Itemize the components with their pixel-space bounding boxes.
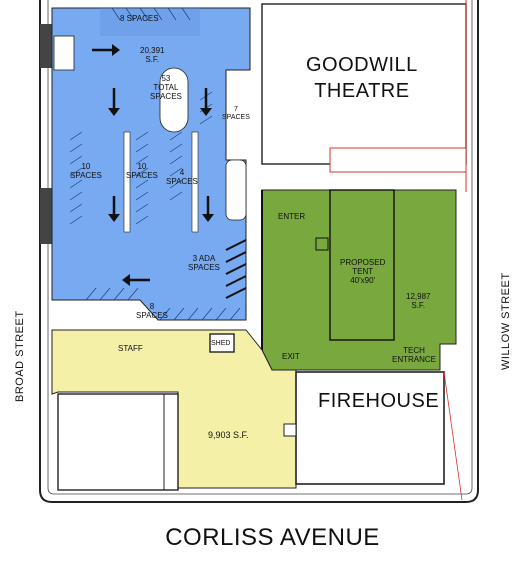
broad-street-label: BROAD STREET [14,310,26,402]
parking-ada-label: 3 ADA SPACES [188,254,220,272]
firehouse-label: FIREHOUSE [318,390,440,412]
landscape-strip-top [40,24,52,68]
parking-island-center [159,67,189,133]
firehouse-building [295,371,445,485]
staff-parking-label: STAFF [118,344,143,353]
ada-stall-stripes [225,239,247,299]
proposed-tent-label: PROPOSED TENT 40'x90' [340,258,386,285]
proposed-tent [329,189,395,341]
goodwill-theatre-annex [329,147,467,173]
parking-stall-lines [69,7,241,321]
shed-building [209,333,235,353]
parking-lot [51,7,251,321]
parking-island-mid [123,131,131,233]
entry-gate [315,237,329,251]
event-area-sf-label: 12,987 S.F. [406,292,431,310]
parking-island-ada [225,159,247,221]
yellow-lot-sf-label: 9,903 S.F. [208,430,249,440]
firehouse-property-line [443,371,463,501]
parking-left-row-label: 10 SPACES [70,162,102,180]
landscape-strip-mid [40,188,52,244]
tech-entrance-label: TECH ENTRANCE [392,346,437,364]
exit-label: EXIT [282,352,300,361]
willow-street-label: WILLOW STREET [500,272,512,370]
firehouse-door [283,423,297,437]
parking-top-spaces-label: 8 SPACES [120,14,159,23]
sidewalk-line [47,0,473,495]
corliss-avenue-label: CORLISS AVENUE [165,524,380,551]
parking-bottom-spaces-label: 8 SPACES [136,302,168,320]
parking-right-spaces-label: 7 SPACES [222,106,250,121]
parking-island-left [53,35,75,71]
lot-building [57,393,179,491]
parking-mid-row-label: 10 SPACES [126,162,158,180]
parking-lot-top-row [100,8,200,36]
parking-right-row-label: 4 SPACES [166,168,198,186]
goodwill-theatre-building [261,3,467,165]
yellow-lot [51,329,297,489]
site-boundary [39,0,479,503]
enter-label: ENTER [278,212,306,221]
parking-island-right [191,131,199,233]
traffic-arrows [92,44,214,286]
parking-total-label: 53 TOTAL SPACES [150,74,182,101]
goodwill-theatre-label: GOODWILL THEATRE [306,54,418,102]
parking-area-label: 20,391 S.F. [140,46,165,64]
shed-label: SHED [211,340,231,347]
